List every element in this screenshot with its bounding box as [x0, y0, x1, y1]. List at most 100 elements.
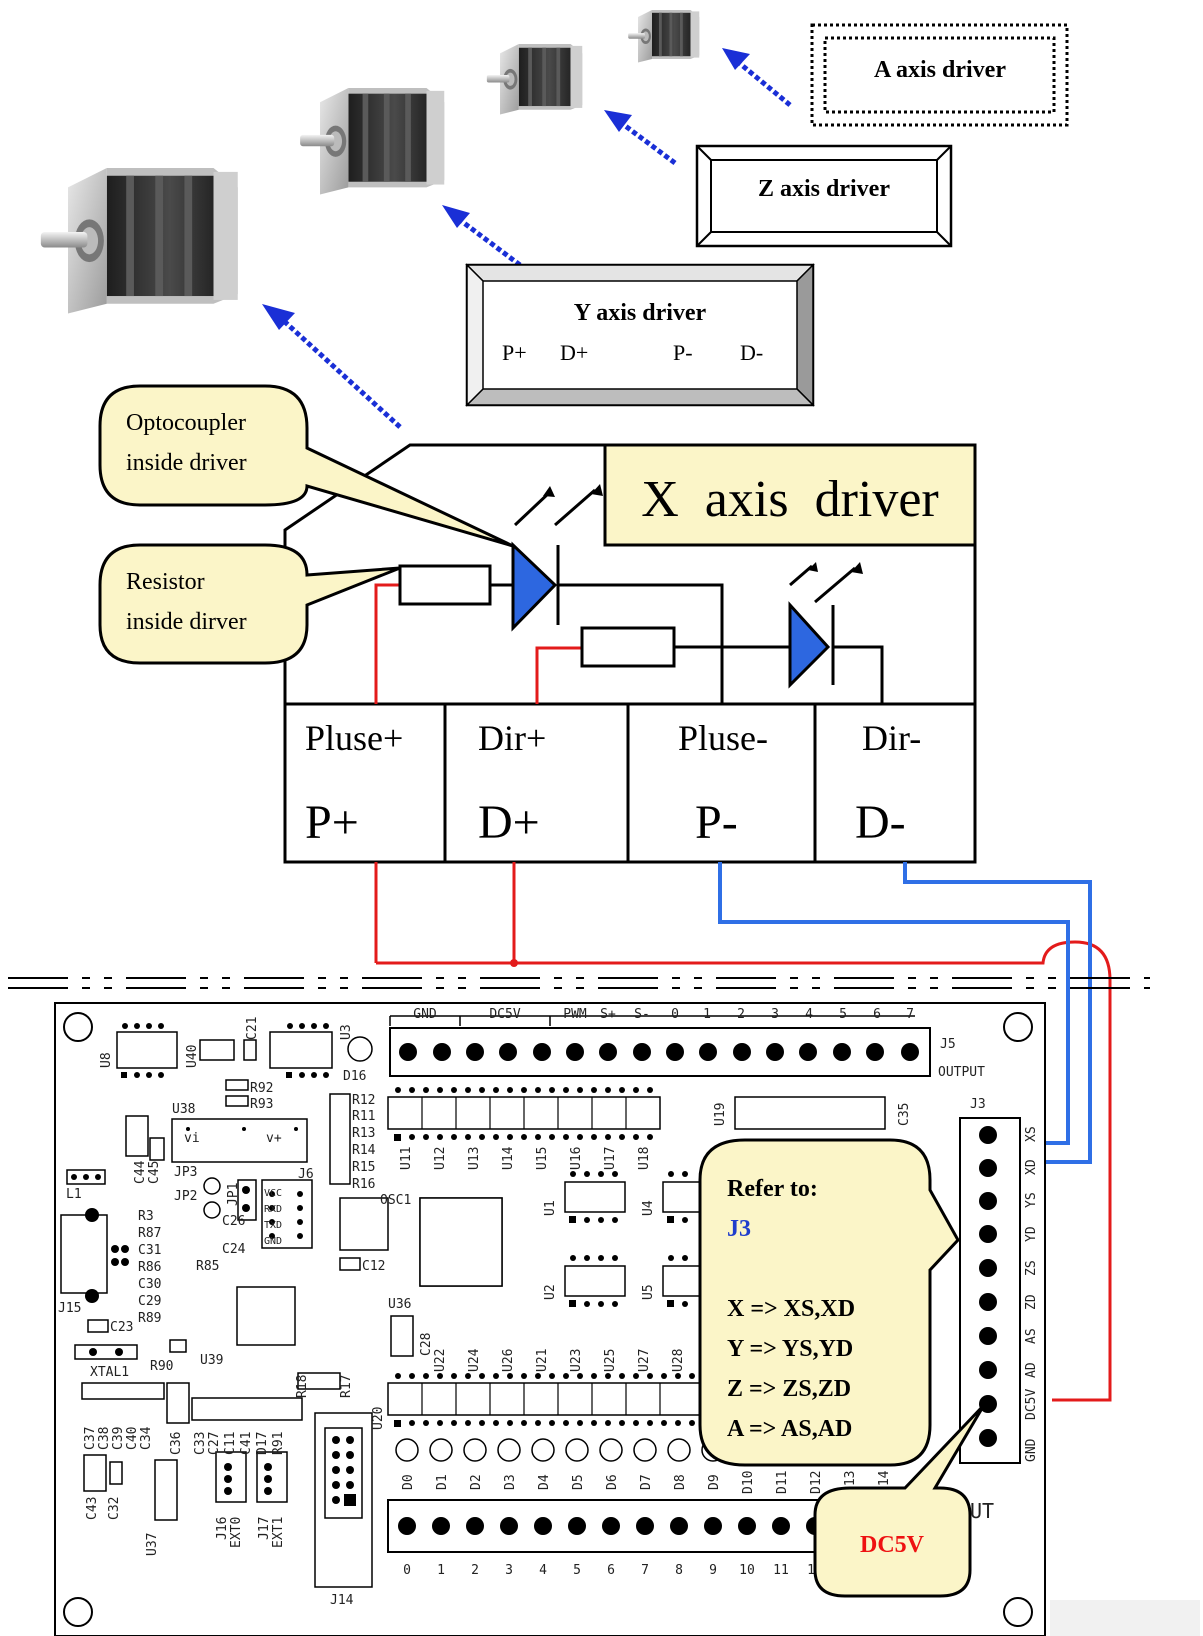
pcb-label-c33: C33 [193, 1432, 208, 1455]
pcb-label-ext0: EXT0 [229, 1517, 244, 1548]
pcb-label-c40: C40 [125, 1427, 140, 1450]
j3-pin-as: AS [1024, 1328, 1039, 1344]
pcb-label-u21: U21 [535, 1349, 550, 1372]
bottom-num-9: 9 [709, 1563, 717, 1578]
j5-label-s-minus: S- [634, 1007, 650, 1022]
pcb-label-r93: R93 [250, 1097, 273, 1112]
j5-label-1: 1 [703, 1007, 711, 1022]
pcb-label-l1: L1 [66, 1187, 82, 1202]
pcb-label-u27: U27 [637, 1349, 652, 1372]
pcb-label-c12: C12 [362, 1259, 385, 1274]
pcb-label-ext1: EXT1 [271, 1517, 286, 1548]
pcb-label-c21: C21 [245, 1017, 260, 1040]
pcb-label-xtal1: XTAL1 [90, 1365, 129, 1380]
a-axis-title: A axis driver [874, 57, 1006, 83]
pcb-label-c29: C29 [138, 1294, 161, 1309]
pcb-label-u26: U26 [501, 1349, 516, 1372]
pcb-led-d12: D12 [809, 1471, 824, 1494]
resistor-icon [580, 626, 676, 668]
pcb-label-r86: R86 [138, 1260, 161, 1275]
j5-label-5: 5 [839, 1007, 847, 1022]
pcb-led-d8: D8 [673, 1474, 688, 1490]
section-separator [8, 977, 1150, 989]
pcb-label-vcc: VCC [264, 1188, 282, 1199]
pcb-label-j17: J17 [257, 1517, 272, 1540]
pcb-chips [419, 1181, 704, 1297]
j5-label-0: 0 [671, 1007, 679, 1022]
pcb-label-r3: R3 [138, 1209, 154, 1224]
motor-a [628, 10, 700, 63]
y-term-d-minus: D- [740, 340, 763, 365]
resistor-icon [398, 564, 492, 606]
terminal-pluse-plus-name: Pluse+ [305, 718, 403, 758]
j5-label-s-plus: S+ [600, 1007, 616, 1022]
bottom-num-2: 2 [471, 1563, 479, 1578]
j5-label-gnd: GND [413, 1007, 437, 1022]
pcb-label-c34: C34 [139, 1426, 154, 1450]
refer-line-y: Y => YS,YD [727, 1336, 853, 1362]
refer-line-a: A => AS,AD [727, 1416, 852, 1442]
drive-arrows [283, 60, 792, 429]
pcb-label-d16: D16 [343, 1069, 366, 1084]
bottom-num-7: 7 [641, 1563, 649, 1578]
dir-circuit [535, 562, 884, 704]
pcb-label-u11: U11 [399, 1147, 414, 1170]
pcb-led-d6: D6 [605, 1474, 620, 1490]
positive-wires [374, 862, 1112, 1402]
pcb-led-d3: D3 [503, 1474, 518, 1490]
bottom-num-8: 8 [675, 1563, 683, 1578]
pcb-label-r89: R89 [138, 1311, 161, 1326]
y-term-p-minus: P- [673, 340, 693, 365]
j5-label-dc5v: DC5V [489, 1007, 520, 1022]
j3-pin-ad: AD [1024, 1362, 1039, 1378]
optocoupler-line1: Optocoupler [126, 410, 246, 436]
pcb-led-d1: D1 [435, 1474, 450, 1490]
terminal-p-minus: P- [695, 796, 738, 849]
pcb-label-u16: U16 [569, 1147, 584, 1170]
pcb-label-j16: J16 [215, 1517, 230, 1540]
pcb-label-vplus: v+ [266, 1131, 282, 1146]
j5-label-3: 3 [771, 1007, 779, 1022]
y-term-p-plus: P+ [502, 340, 527, 365]
pcb-label-c27: C27 [207, 1432, 222, 1455]
pcb-label-u28: U28 [671, 1349, 686, 1372]
pcb-label-u1: U1 [543, 1200, 558, 1216]
pcb-label-c28: C28 [419, 1333, 434, 1356]
pcb-label-u22: U22 [433, 1349, 448, 1372]
pcb-label-j6: J6 [298, 1167, 314, 1182]
pcb-label-jp1: JP1 [226, 1183, 241, 1206]
pcb-label-u15: U15 [535, 1147, 550, 1170]
pcb-label-c43: C43 [85, 1497, 100, 1520]
refer-line-x: X => XS,XD [727, 1296, 855, 1322]
stepper-motor-icon [628, 10, 700, 63]
pcb-label-r14: R14 [352, 1143, 376, 1158]
resistor-callout: Resistor inside dirver [98, 543, 401, 665]
stepper-motor-icon [300, 88, 445, 195]
bottom-num-6: 6 [607, 1563, 615, 1578]
pcb-label-r87: R87 [138, 1226, 161, 1241]
y-axis-driver: Y axis driver P+ D+ P- D- [465, 263, 815, 407]
pcb-label-u37: U37 [145, 1533, 160, 1556]
a-axis-driver: A axis driver [810, 23, 1069, 127]
j5-label-2: 2 [737, 1007, 745, 1022]
j3-name: J3 [970, 1097, 986, 1112]
pcb-label-gnd: GND [264, 1236, 282, 1247]
motor-x [40, 168, 238, 314]
optocoupler-line2: inside driver [126, 450, 247, 476]
pcb-label-r16: R16 [352, 1177, 375, 1192]
pcb-label-u23: U23 [569, 1349, 584, 1372]
pcb-label-c35: C35 [897, 1103, 912, 1126]
pcb-lower-array: U22 U24 U26 U21 U23 U25 U27 U28 [387, 1348, 709, 1427]
optocoupler-callout: Optocoupler inside driver [98, 384, 514, 548]
arrow-heads [262, 48, 750, 330]
bottom-num-3: 3 [505, 1563, 513, 1578]
pcb-label-j15: J15 [58, 1301, 81, 1316]
pcb-label-r11: R11 [352, 1109, 375, 1124]
pulse-circuit [374, 484, 724, 704]
pcb-label-c24: C24 [222, 1242, 246, 1257]
pcb-label-d17: D17 [255, 1432, 270, 1455]
pcb-led-d5: D5 [571, 1474, 586, 1490]
pcb-label-u40: U40 [185, 1045, 200, 1068]
pcb-label-c23: C23 [110, 1320, 133, 1335]
